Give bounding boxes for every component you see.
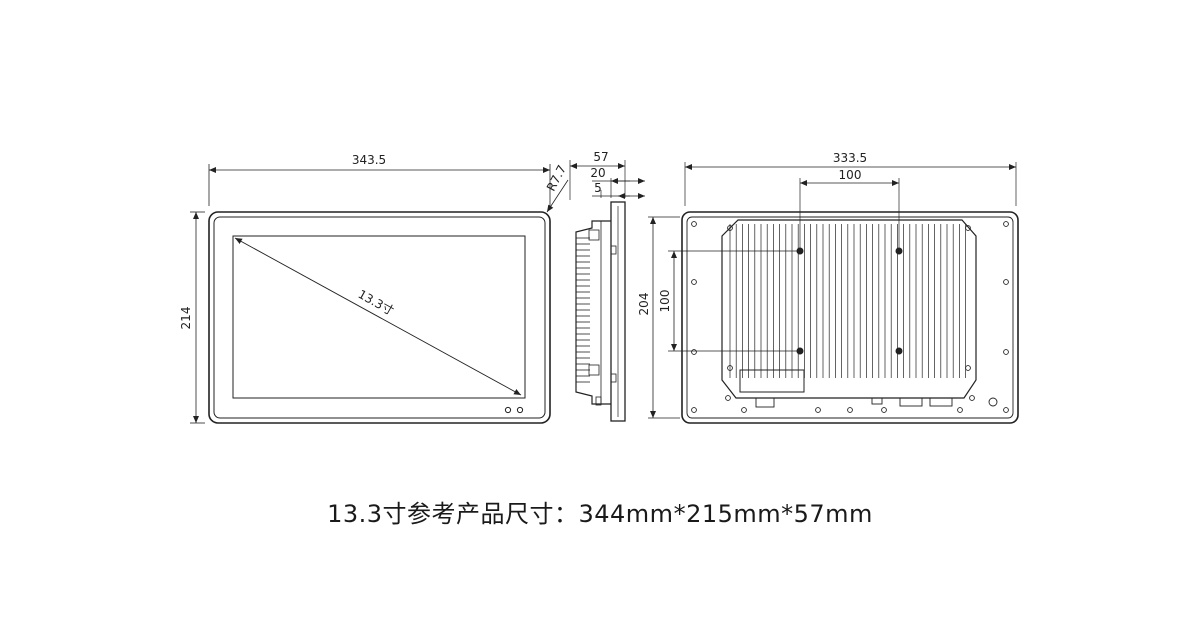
side-heatsink-fins bbox=[576, 237, 590, 383]
radius-leader bbox=[546, 179, 569, 213]
screw-icon bbox=[957, 407, 963, 413]
screw-icon bbox=[1003, 349, 1009, 355]
screw-icon bbox=[969, 395, 975, 401]
screw-icon bbox=[1003, 407, 1009, 413]
screw-icon bbox=[741, 407, 747, 413]
screen-diagonal bbox=[234, 237, 522, 396]
back-height-label: 204 bbox=[637, 293, 651, 316]
front-screen bbox=[232, 235, 526, 399]
front-outer-frame bbox=[208, 211, 551, 424]
back-width-label: 333.5 bbox=[833, 151, 867, 165]
screw-icon bbox=[1003, 221, 1009, 227]
front-height-label: 214 bbox=[179, 307, 193, 330]
screw-icon bbox=[725, 395, 731, 401]
diagonal-label: 13.3寸 bbox=[356, 287, 397, 318]
io-port-usb bbox=[871, 397, 883, 405]
radius-label: R7.7 bbox=[544, 163, 569, 194]
front-power-button bbox=[516, 406, 524, 414]
back-heatsink-housing bbox=[721, 219, 977, 399]
vesa-horizontal-label: 100 bbox=[839, 168, 862, 182]
vesa-hole-bottom-right bbox=[895, 347, 903, 355]
back-inner-frame bbox=[686, 216, 1014, 419]
side-depth-label: 57 bbox=[593, 150, 608, 164]
screw-icon bbox=[1003, 279, 1009, 285]
side-view bbox=[569, 160, 645, 422]
vesa-vertical-label: 100 bbox=[658, 290, 672, 313]
vesa-hole-top-left bbox=[796, 247, 804, 255]
screw-icon bbox=[965, 225, 971, 231]
screw-icon bbox=[727, 225, 733, 231]
front-width-label: 343.5 bbox=[352, 153, 386, 167]
back-mounting-screws bbox=[691, 221, 1009, 413]
technical-drawing: 343.5 214 R7.7 13.3寸 57 20 5 bbox=[179, 150, 1019, 424]
screw-icon bbox=[727, 365, 733, 371]
back-view bbox=[648, 162, 1019, 424]
screw-icon bbox=[691, 349, 697, 355]
side-bezel-label: 20 bbox=[590, 166, 605, 180]
io-port-lan bbox=[755, 397, 775, 408]
screw-icon bbox=[847, 407, 853, 413]
vesa-hole-top-right bbox=[895, 247, 903, 255]
screw-icon bbox=[881, 407, 887, 413]
ground-terminal-icon bbox=[988, 397, 998, 407]
side-panel-label: 5 bbox=[594, 181, 602, 195]
io-port-com1 bbox=[899, 397, 923, 407]
screw-icon bbox=[691, 221, 697, 227]
side-panel bbox=[610, 201, 626, 422]
back-heatsink-fins bbox=[729, 224, 966, 378]
side-housing bbox=[575, 220, 611, 405]
io-port-com2 bbox=[929, 397, 953, 407]
screw-icon bbox=[965, 365, 971, 371]
back-label-plate bbox=[739, 369, 805, 393]
vesa-hole-bottom-left bbox=[796, 347, 804, 355]
screw-icon bbox=[691, 407, 697, 413]
screw-icon bbox=[815, 407, 821, 413]
product-dimensions-caption: 13.3寸参考产品尺寸：344mm*215mm*57mm bbox=[327, 500, 873, 528]
screw-icon bbox=[691, 279, 697, 285]
front-indicator-led bbox=[504, 406, 512, 414]
front-view bbox=[190, 164, 569, 424]
back-outer-frame bbox=[681, 211, 1019, 424]
front-inner-frame bbox=[213, 216, 546, 419]
